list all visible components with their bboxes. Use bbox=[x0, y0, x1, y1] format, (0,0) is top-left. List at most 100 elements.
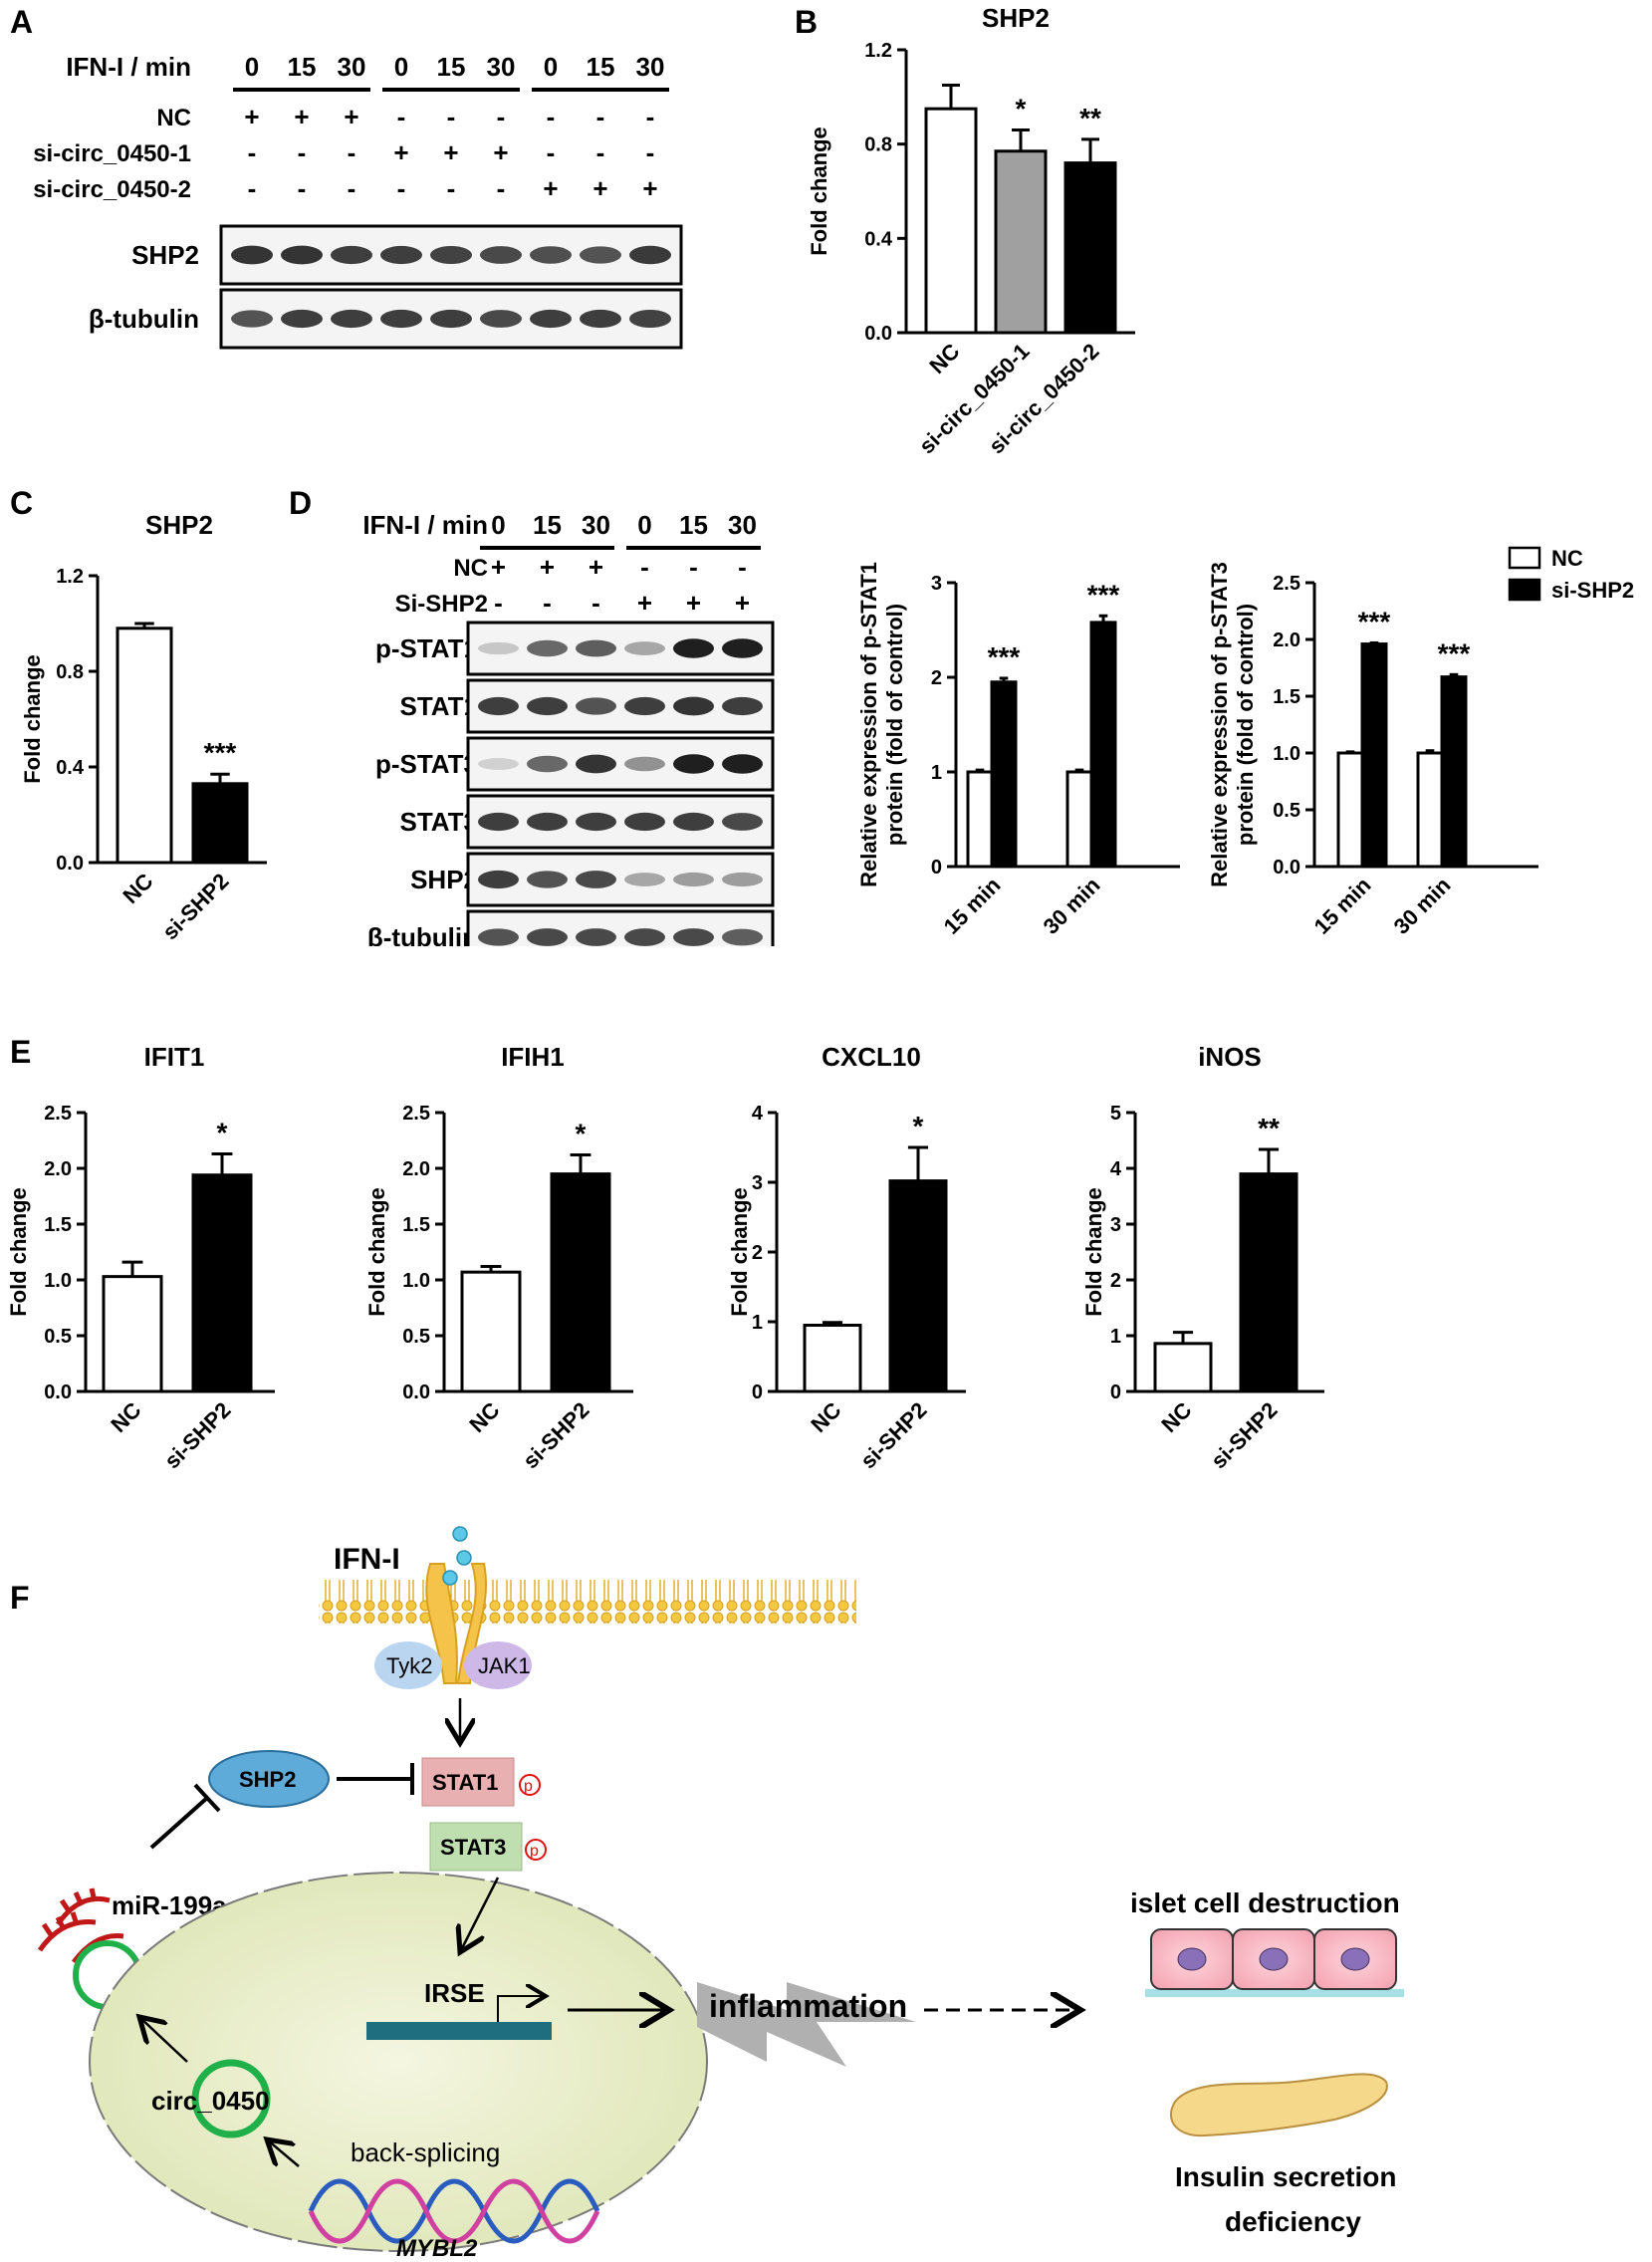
condition-sign: + bbox=[642, 173, 657, 203]
y-tick-label: 1.2 bbox=[864, 40, 892, 62]
insulin-label-line2: deficiency bbox=[1225, 2206, 1361, 2237]
condition-label: si-circ_0450-1 bbox=[33, 140, 191, 167]
y-axis-label: Fold change bbox=[364, 1187, 389, 1317]
gene-label: MYBL2 bbox=[396, 2235, 478, 2262]
y-tick-label: 0 bbox=[931, 857, 942, 879]
time-label: IFN-I / min bbox=[362, 510, 488, 540]
ifn-ligand bbox=[456, 1550, 472, 1566]
blot-band bbox=[722, 872, 763, 887]
chart-title: CXCL10 bbox=[822, 1042, 921, 1072]
condition-sign: + bbox=[443, 137, 458, 167]
condition-sign: + bbox=[686, 588, 701, 618]
legend-swatch bbox=[1508, 546, 1541, 570]
condition-sign: - bbox=[547, 137, 556, 167]
y-tick-label: 1.5 bbox=[1273, 686, 1300, 708]
significance-label: *** bbox=[1087, 579, 1120, 610]
blot-label: β-tubulin bbox=[89, 304, 199, 334]
blot-band bbox=[480, 246, 522, 264]
y-axis-label: protein (fold of control) bbox=[1233, 604, 1258, 846]
time-point-label: 15 bbox=[533, 510, 562, 540]
circ-label: circ_0450 bbox=[151, 2086, 270, 2116]
arrow-stat-to-irse bbox=[460, 1877, 500, 1952]
ifn-ligand bbox=[452, 1526, 468, 1542]
ifn-receptor bbox=[425, 1563, 488, 1684]
time-point-label: 30 bbox=[338, 52, 366, 82]
blot-label: β-tubulin bbox=[367, 922, 478, 946]
y-tick-label: 0.5 bbox=[44, 1326, 72, 1348]
y-axis-label: Fold change bbox=[20, 654, 45, 784]
tyk2-label: Tyk2 bbox=[386, 1653, 432, 1678]
y-axis-label: Fold change bbox=[1081, 1187, 1106, 1317]
y-tick-label: 1.5 bbox=[44, 1214, 72, 1236]
condition-sign: - bbox=[547, 102, 556, 131]
insulin-label-line1: Insulin secretion bbox=[1175, 2161, 1397, 2192]
y-axis-label: Relative expression of p-STAT3 bbox=[1207, 562, 1232, 887]
category-label: NC bbox=[118, 869, 157, 908]
y-tick-label: 2 bbox=[752, 1242, 763, 1264]
bar bbox=[191, 782, 249, 865]
y-tick-label: 5 bbox=[1110, 1103, 1121, 1125]
panel-letter-e: E bbox=[10, 1034, 32, 1070]
blot-band bbox=[527, 696, 568, 716]
significance-label: *** bbox=[988, 641, 1021, 672]
bar bbox=[116, 627, 173, 865]
y-tick-label: 0.8 bbox=[864, 134, 892, 156]
jak1-protein bbox=[464, 1641, 532, 1689]
y-tick-label: 1 bbox=[1110, 1326, 1121, 1348]
blot-band bbox=[624, 696, 665, 716]
y-tick-label: 1.0 bbox=[44, 1270, 72, 1292]
condition-sign: - bbox=[248, 173, 257, 203]
significance-label: * bbox=[1016, 93, 1027, 124]
legend-swatch bbox=[1508, 578, 1541, 602]
inhibit-mir-shp2 bbox=[149, 1796, 209, 1850]
y-tick-label: 0.5 bbox=[1273, 800, 1300, 822]
y-tick-label: 1.5 bbox=[402, 1214, 430, 1236]
category-label: 15 min bbox=[1309, 873, 1376, 939]
legend-label: si-SHP2 bbox=[1551, 578, 1634, 603]
condition-sign: - bbox=[543, 588, 552, 618]
y-tick-label: 1.2 bbox=[56, 566, 84, 588]
time-point-label: 0 bbox=[637, 510, 651, 540]
bar bbox=[1416, 751, 1444, 869]
blot-band bbox=[673, 812, 714, 832]
category-label: si-SHP2 bbox=[159, 1397, 235, 1473]
phospho-label: p bbox=[524, 1778, 533, 1795]
time-point-label: 30 bbox=[487, 52, 516, 82]
y-tick-label: 2.0 bbox=[1273, 629, 1300, 651]
y-axis-label: Fold change bbox=[6, 1187, 31, 1317]
irse-label: IRSE bbox=[424, 1978, 485, 2008]
condition-sign: - bbox=[447, 102, 456, 131]
jak1-label: JAK1 bbox=[478, 1653, 531, 1678]
time-point-label: 15 bbox=[288, 52, 317, 82]
circrna-icon bbox=[191, 2059, 271, 2138]
y-tick-label: 0.0 bbox=[864, 323, 892, 345]
blot-band bbox=[430, 309, 472, 329]
condition-sign: - bbox=[689, 552, 698, 582]
blot-band bbox=[527, 755, 568, 773]
panel-letter-f: F bbox=[10, 1580, 30, 1616]
y-tick-label: 2 bbox=[931, 667, 942, 689]
panel-letter-d: D bbox=[289, 485, 313, 521]
phospho-label: p bbox=[530, 1843, 539, 1860]
condition-sign: - bbox=[348, 173, 356, 203]
blot-label: p-STAT1 bbox=[375, 633, 478, 663]
blot-band bbox=[624, 928, 665, 946]
condition-sign: + bbox=[540, 552, 555, 582]
blot-band bbox=[527, 928, 568, 946]
y-tick-label: 2.0 bbox=[402, 1158, 430, 1180]
blot-band bbox=[722, 754, 763, 774]
chart-title: IFIT1 bbox=[144, 1042, 205, 1072]
y-tick-label: 3 bbox=[752, 1172, 763, 1194]
blot-band bbox=[380, 245, 422, 265]
significance-label: *** bbox=[1358, 606, 1391, 636]
condition-sign: - bbox=[348, 137, 356, 167]
blot-band bbox=[673, 638, 714, 658]
category-label: si-SHP2 bbox=[855, 1397, 931, 1473]
cell-membrane bbox=[319, 1580, 856, 1624]
blot-band bbox=[673, 696, 714, 716]
condition-sign: - bbox=[646, 137, 655, 167]
y-tick-label: 0.0 bbox=[56, 853, 84, 875]
bar bbox=[1440, 675, 1468, 869]
